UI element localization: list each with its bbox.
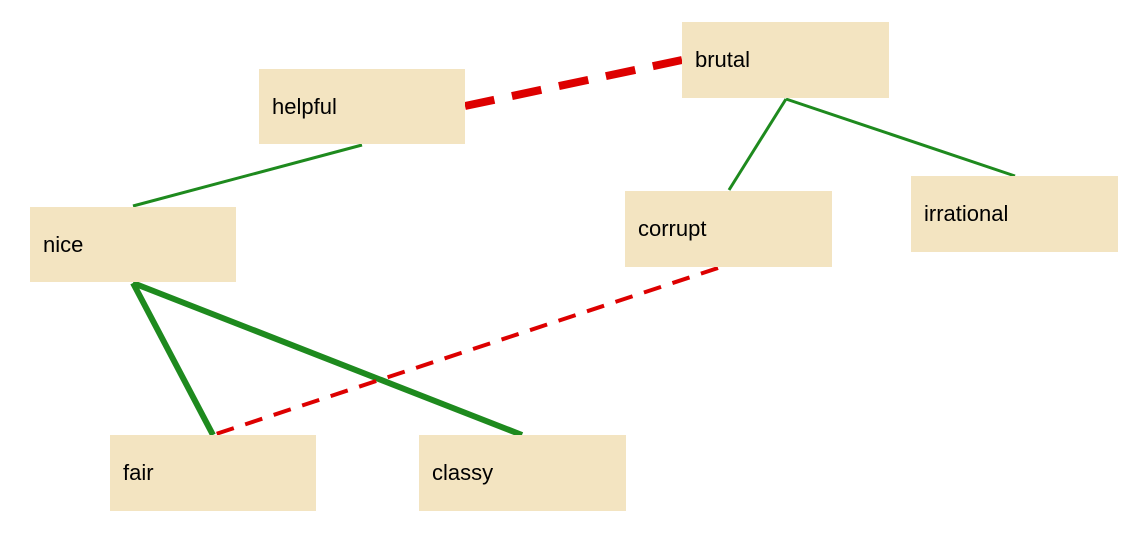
node-fair: fair [110,435,316,511]
edge-nice-fair [130,281,216,437]
node-label: classy [432,460,494,485]
edge-helpful-brutal [464,56,683,110]
node-helpful: helpful [259,69,465,144]
edge-brutal-irrational [785,97,1016,178]
node-nice: nice [30,207,236,282]
node-label: fair [123,460,154,485]
node-label: nice [43,231,84,257]
node-classy: classy [419,435,626,511]
node-label: corrupt [638,216,707,241]
node-label: helpful [272,93,337,119]
edge-nice-classy [131,280,524,438]
node-corrupt: corrupt [625,191,832,267]
node-label: irrational [924,201,1009,226]
node-irrational: irrational [911,176,1118,252]
edge-brutal-corrupt [727,98,788,191]
edge-helpful-nice [132,143,363,208]
node-brutal: brutal [682,22,889,98]
node-label: brutal [695,47,751,72]
